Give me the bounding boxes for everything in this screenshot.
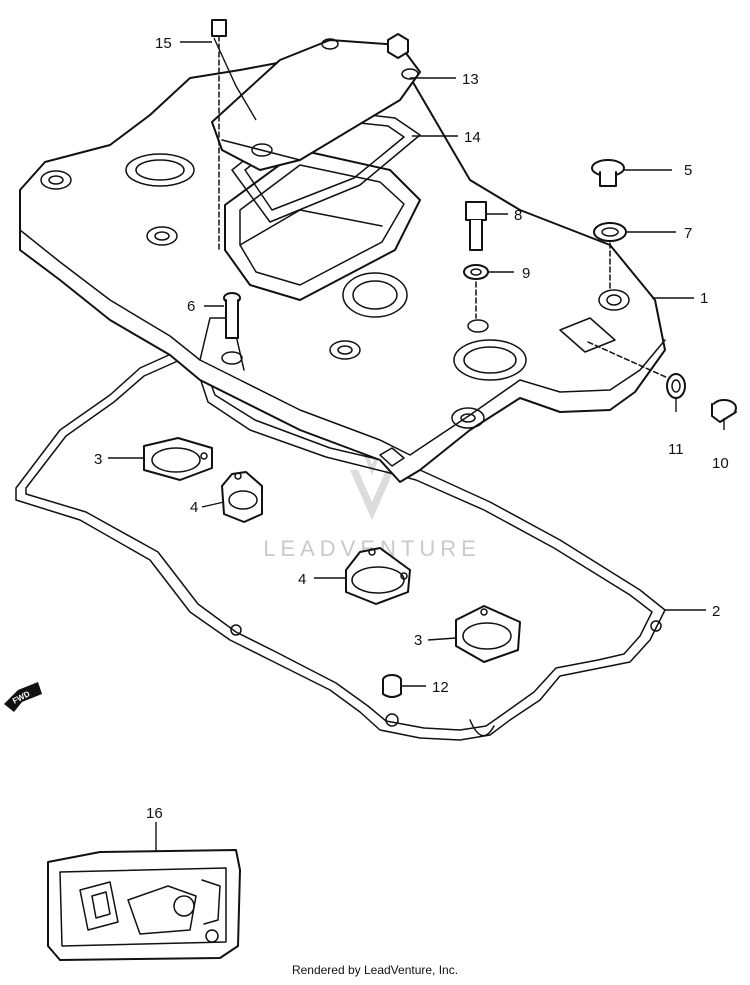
callout-4-upper: 4 xyxy=(190,499,198,516)
leader-lines xyxy=(108,37,725,852)
callout-8: 8 xyxy=(514,207,522,224)
part-3-gasket-lower[interactable] xyxy=(455,605,521,663)
part-4-seal-upper[interactable] xyxy=(221,471,263,523)
callout-5: 5 xyxy=(684,162,692,179)
callout-3-lower: 3 xyxy=(414,632,422,649)
part-1-head-cover[interactable] xyxy=(19,54,666,483)
part-6-stud[interactable] xyxy=(223,292,241,339)
callout-3-upper: 3 xyxy=(94,451,102,468)
callout-1: 1 xyxy=(700,290,708,307)
footer-credit: Rendered by LeadVenture, Inc. xyxy=(292,963,458,977)
callout-4-lower: 4 xyxy=(298,571,306,588)
part-5-cap-bolt[interactable] xyxy=(591,159,625,187)
callout-12: 12 xyxy=(432,679,449,696)
fwd-arrow: FWD xyxy=(4,682,42,712)
callout-16: 16 xyxy=(146,805,163,822)
part-12-dowel[interactable] xyxy=(382,674,402,698)
part-10-plug[interactable] xyxy=(711,399,737,423)
watermark: LEADVENTURE xyxy=(263,444,476,561)
part-3-gasket-upper[interactable] xyxy=(143,437,213,481)
callout-11: 11 xyxy=(668,441,684,458)
callout-13: 13 xyxy=(462,71,479,88)
part-8-bolt[interactable] xyxy=(465,201,487,251)
callout-7: 7 xyxy=(684,225,692,242)
callout-2: 2 xyxy=(712,603,720,620)
callout-numbers: 15 13 14 5 7 8 9 1 6 11 10 3 4 4 2 3 12 … xyxy=(94,35,729,822)
callout-14: 14 xyxy=(464,129,481,146)
part-4-seal-lower[interactable] xyxy=(345,547,411,605)
callout-10: 10 xyxy=(712,455,729,472)
part-15-screw[interactable] xyxy=(211,19,227,251)
part-13-breather-cover[interactable] xyxy=(211,33,421,171)
callout-9: 9 xyxy=(522,265,530,282)
callout-6: 6 xyxy=(187,298,195,315)
callout-15: 15 xyxy=(155,35,172,52)
part-16-gasket-set[interactable] xyxy=(47,849,241,961)
